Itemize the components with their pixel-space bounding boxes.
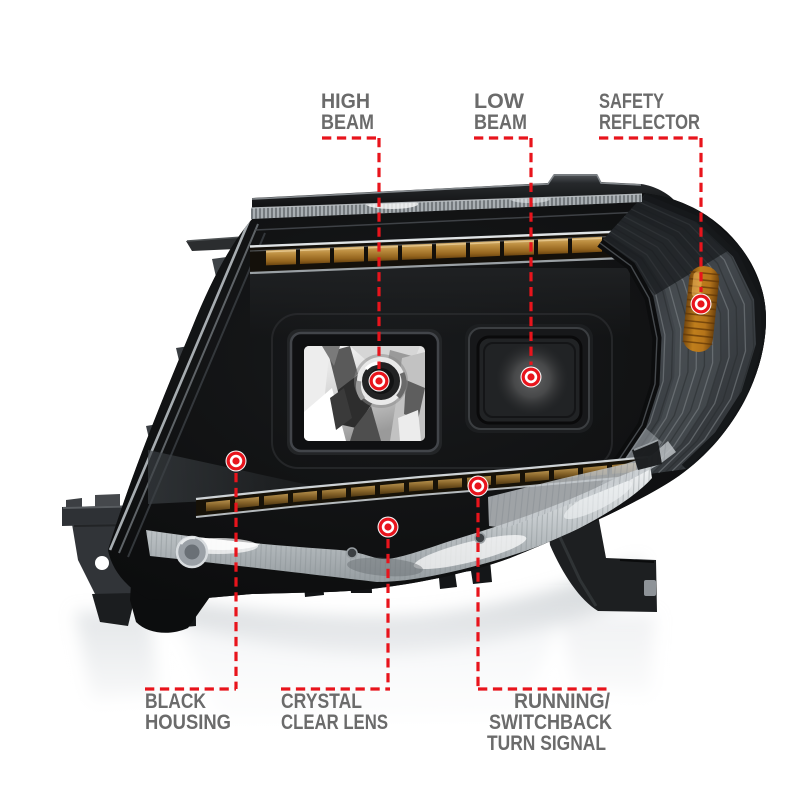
svg-text:CLEAR LENS: CLEAR LENS <box>281 711 388 734</box>
svg-text:HIGH: HIGH <box>321 90 370 113</box>
svg-text:BEAM: BEAM <box>474 111 527 134</box>
svg-text:SWITCHBACK: SWITCHBACK <box>489 711 612 734</box>
svg-text:CRYSTAL: CRYSTAL <box>281 690 362 713</box>
svg-text:REFLECTOR: REFLECTOR <box>599 111 700 134</box>
svg-text:TURN SIGNAL: TURN SIGNAL <box>487 732 606 755</box>
svg-text:SAFETY: SAFETY <box>599 90 664 113</box>
svg-text:LOW: LOW <box>474 90 524 113</box>
svg-text:HOUSING: HOUSING <box>145 711 231 734</box>
svg-text:RUNNING/: RUNNING/ <box>514 690 610 713</box>
svg-text:BLACK: BLACK <box>145 690 206 713</box>
svg-text:BEAM: BEAM <box>321 111 374 134</box>
